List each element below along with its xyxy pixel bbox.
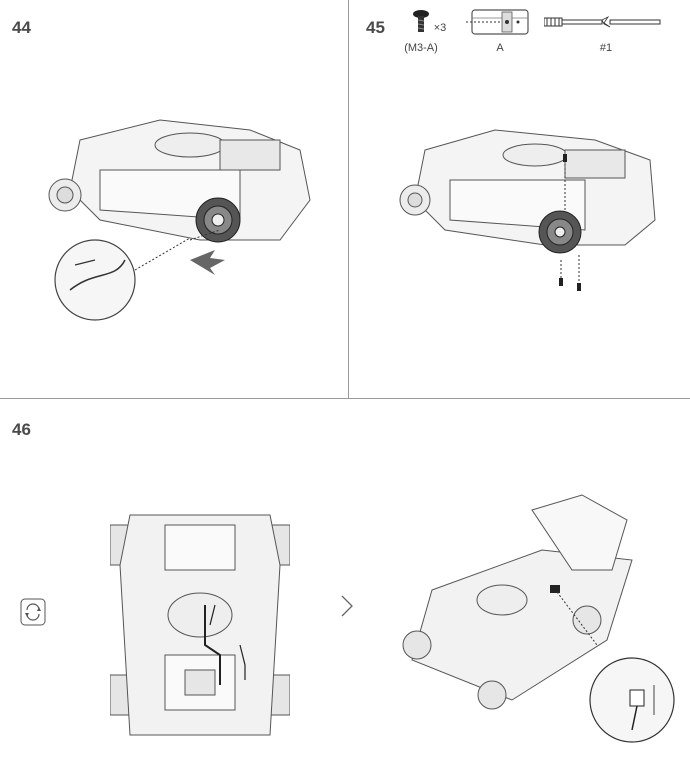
step-46-number: 46	[12, 420, 31, 439]
step-44-number: 44	[12, 18, 31, 37]
step-46-bottom-view	[110, 505, 290, 745]
vertical-divider	[348, 0, 349, 398]
chevron-right-icon	[340, 594, 354, 618]
screw-label: (M3-A)	[404, 42, 438, 54]
gimbal-motor	[538, 210, 582, 254]
horizontal-divider	[0, 398, 690, 399]
step-44-illustration	[40, 110, 330, 340]
step-45-illustration	[395, 120, 675, 300]
screwdriver-icon	[544, 14, 664, 30]
tool-label: #1	[599, 42, 613, 54]
rotate-icon	[20, 598, 46, 626]
part-a-label: A	[496, 42, 504, 54]
step-46-connector-view	[392, 490, 682, 750]
part-a-bracket	[466, 8, 532, 38]
screw-icon	[410, 8, 432, 34]
screw-quantity: ×3	[433, 22, 447, 34]
step-45-number: 45	[366, 18, 385, 37]
gimbal-motor	[195, 197, 241, 243]
